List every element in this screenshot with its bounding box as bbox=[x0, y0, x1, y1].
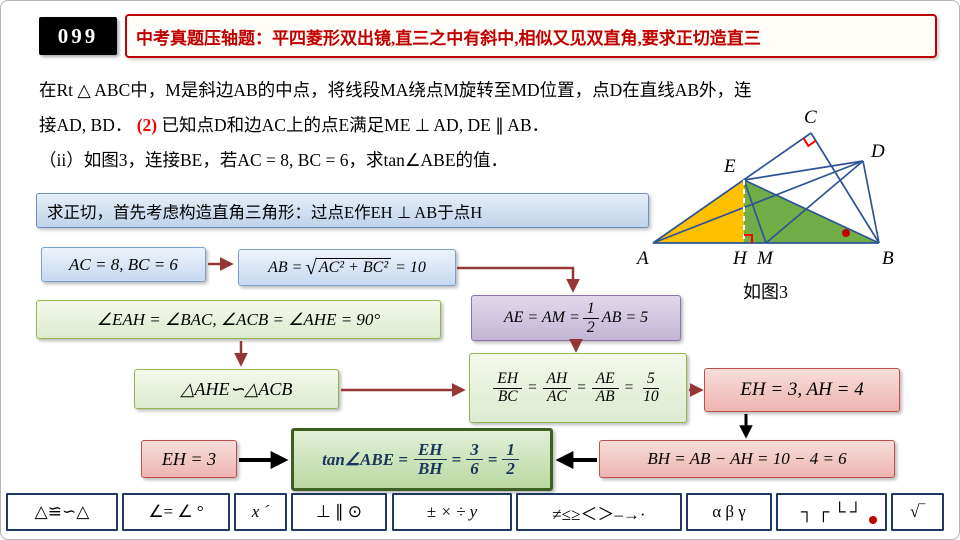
problem-line-2-post: 已知点D和边AC上的点E满足ME ⊥ AD, DE ∥ AB． bbox=[161, 115, 550, 135]
point-label-A: A bbox=[635, 248, 649, 269]
toolbar-item-relations: ≠≤≥＜＞–→· bbox=[516, 493, 682, 531]
fraction-numerator: EH bbox=[493, 370, 523, 389]
segment-AD bbox=[652, 160, 864, 244]
toolbar-item-triangles: △≌∽△ bbox=[6, 493, 118, 531]
flow-box-ae: AE = AM = 1 2 AB = 5 bbox=[471, 295, 681, 341]
ab-tail: = 10 bbox=[395, 258, 426, 276]
equals-sign: = bbox=[451, 449, 462, 469]
equals-sign: = bbox=[527, 379, 538, 396]
fraction-numerator: 1 bbox=[502, 440, 519, 460]
fraction-denominator: 10 bbox=[643, 387, 659, 405]
point-label-D: D bbox=[870, 141, 885, 162]
red-dot-mark bbox=[842, 229, 850, 237]
fraction-denominator: BC bbox=[497, 387, 518, 405]
toolbar-item-greek: α β γ bbox=[686, 493, 772, 531]
flow-box-similar: △AHE∽△ACB bbox=[134, 369, 339, 409]
toolbar-item-operators: ± × ÷ y bbox=[392, 493, 512, 531]
segment-CB bbox=[810, 132, 880, 244]
fraction-numerator: 3 bbox=[466, 440, 483, 460]
flow-box-ab: AB = √ AC² + BC² = 10 bbox=[238, 249, 456, 286]
tan-lead: tan∠ABE = bbox=[322, 449, 408, 469]
segment-DM bbox=[765, 160, 864, 244]
toolbar-item-angles: ∠= ∠ ° bbox=[122, 493, 230, 531]
fraction-denominator: 2 bbox=[586, 318, 595, 336]
point-label-C: C bbox=[804, 107, 817, 128]
flow-box-angles: ∠EAH = ∠BAC, ∠ACB = ∠AHE = 90° bbox=[36, 300, 441, 339]
fraction-denominator: BH bbox=[417, 459, 443, 478]
geometry-figure: A B C D E H M bbox=[629, 101, 951, 306]
fraction-ae-ab: AE AB bbox=[591, 370, 619, 405]
flow-box-eh-ah: EH = 3, AH = 4 bbox=[704, 368, 900, 412]
segment-EB bbox=[743, 179, 880, 244]
fraction-numerator: 5 bbox=[642, 370, 659, 389]
ae-lead: AE = AM = bbox=[503, 309, 580, 326]
method-hint-box: 求正切，首先考虑构造直角三角形：过点E作EH ⊥ AB于点H bbox=[36, 193, 649, 228]
fraction-numerator: 1 bbox=[582, 300, 599, 319]
point-label-E: E bbox=[723, 156, 736, 177]
figure-svg: A B C D E H M bbox=[635, 107, 894, 269]
point-label-B: B bbox=[882, 248, 894, 269]
red-dot-icon bbox=[869, 516, 877, 524]
ab-lead: AB = bbox=[268, 258, 303, 276]
segment-ED bbox=[743, 160, 864, 181]
figure-segments bbox=[652, 132, 880, 244]
equals-sign: = bbox=[487, 449, 498, 469]
flow-box-result: tan∠ABE = EH BH = 3 6 = 1 2 bbox=[291, 428, 553, 491]
fraction-denominator: AC bbox=[546, 387, 567, 405]
fraction-denominator: 6 bbox=[470, 459, 479, 478]
arrow-ab-to-ae bbox=[457, 266, 580, 293]
problem-line-1: 在Rt △ ABC中，M是斜边AB的中点，将线段MA绕点M旋转至MD位置，点D在… bbox=[39, 80, 752, 100]
fraction-eh-bh: EH BH bbox=[413, 440, 447, 479]
problem-text: 在Rt △ ABC中，M是斜边AB的中点，将线段MA绕点M旋转至MD位置，点D在… bbox=[39, 73, 752, 178]
right-angle-mark-C bbox=[802, 137, 817, 148]
toolbar-item-corners: ┐ ┌ └ ┘ bbox=[776, 493, 887, 531]
problem-line-2-marker: (2) bbox=[136, 115, 158, 135]
fraction-numerator: AE bbox=[591, 370, 619, 389]
toolbar-item-sqrt: √‾ bbox=[891, 493, 944, 531]
toolbar-item-x: x ´ bbox=[234, 493, 287, 531]
figure-caption: 如图3 bbox=[743, 282, 788, 302]
fraction-denominator: 2 bbox=[506, 459, 515, 478]
problem-line-3: （ii）如图3，连接BE，若AC = 8, BC = 6，求tan∠ABE的值． bbox=[39, 150, 509, 170]
segment-EM bbox=[743, 179, 767, 244]
fraction-half: 1 2 bbox=[582, 300, 599, 336]
ae-tail: AB = 5 bbox=[601, 309, 649, 326]
flow-box-bh: BH = AB − AH = 10 − 4 = 6 bbox=[599, 440, 895, 478]
segment-AC bbox=[652, 132, 812, 244]
flow-box-eh: EH = 3 bbox=[141, 440, 237, 478]
ab-radicand: AC² + BC² bbox=[315, 258, 392, 277]
point-label-M: M bbox=[756, 248, 774, 269]
equals-sign: = bbox=[623, 379, 635, 396]
fraction-eh-bc: EH BC bbox=[493, 370, 523, 405]
right-angle-mark-H bbox=[744, 234, 753, 243]
method-hint-text: 求正切，首先考虑构造直角三角形：过点E作EH ⊥ AB于点H bbox=[47, 202, 483, 222]
corner-symbols: ┐ ┌ └ ┘ bbox=[801, 502, 862, 521]
problem-line-2: 接AD, BD． (2) 已知点D和边AC上的点E满足ME ⊥ AD, DE ∥… bbox=[39, 108, 639, 143]
fraction-denominator: AB bbox=[595, 387, 615, 405]
fraction-ah-ac: AH AC bbox=[542, 370, 572, 405]
sqrt-icon: √ bbox=[305, 255, 317, 279]
fraction-numerator: EH bbox=[413, 440, 447, 460]
fraction-numerator: AH bbox=[542, 370, 572, 389]
slide-number: 099 bbox=[57, 23, 99, 48]
title-banner: 中考真题压轴题：平四菱形双出镜,直三之中有斜中,相似又见双直角,要求正切造直三 bbox=[125, 14, 937, 58]
segment-DB bbox=[862, 160, 880, 244]
point-label-H: H bbox=[732, 248, 748, 269]
equals-sign: = bbox=[576, 379, 587, 396]
title-text: 中考真题压轴题：平四菱形双出镜,直三之中有斜中,相似又见双直角,要求正切造直三 bbox=[136, 28, 761, 48]
fraction-1-2: 1 2 bbox=[502, 440, 519, 479]
slide-number-badge: 099 bbox=[39, 17, 117, 55]
flow-box-given: AC = 8, BC = 6 bbox=[41, 247, 206, 282]
problem-line-2-pre: 接AD, BD． bbox=[39, 115, 133, 135]
toolbar-item-perp-parallel: ⊥ ∥ ⊙ bbox=[291, 493, 387, 531]
fraction-3-6: 3 6 bbox=[466, 440, 483, 479]
flow-box-ratios: EH BC = AH AC = AE AB = 5 10 bbox=[469, 353, 687, 423]
fraction-5-10: 5 10 bbox=[639, 370, 663, 405]
